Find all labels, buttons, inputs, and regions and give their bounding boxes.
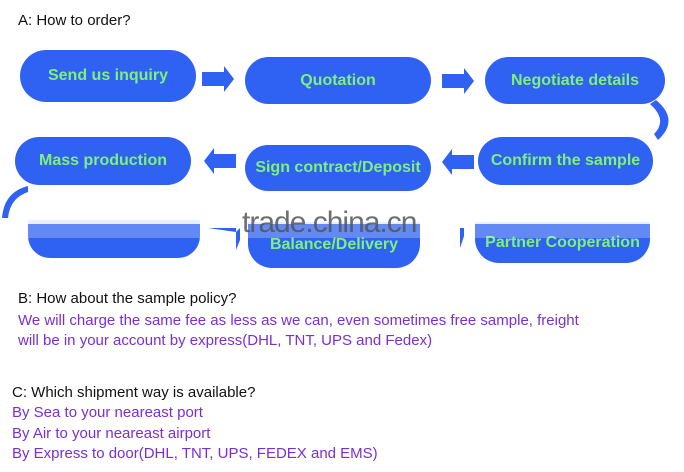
step-negotiate-details: Negotiate details: [485, 57, 665, 104]
shipment-line: By Sea to your neareast port: [12, 404, 203, 421]
fade-band: [28, 224, 653, 238]
step-balance-delivery: Balance/Delivery: [248, 222, 420, 268]
step-send-inquiry: Send us inquiry: [20, 50, 196, 102]
arrow-right-icon: [208, 228, 240, 250]
sample-policy-line: We will charge the same fee as less as w…: [18, 312, 579, 329]
arrow-right-icon: [432, 228, 464, 248]
shipment-line: By Air to your neareast airport: [12, 425, 211, 442]
step-mass-production: Mass production: [15, 137, 191, 185]
step-partner-cooperation: Partner Cooperation: [475, 222, 650, 263]
step-quotation: Quotation: [245, 57, 431, 104]
curved-arrow-icon: [650, 100, 669, 140]
flow-arrows: [2, 66, 669, 250]
arrow-right-icon: [442, 68, 474, 94]
curved-arrow-icon: [2, 186, 28, 218]
sample-policy-line: will be in your account by express(DHL, …: [18, 332, 433, 349]
section-a-title: A: How to order?: [18, 12, 131, 29]
section-b-title: B: How about the sample policy?: [18, 290, 237, 307]
section-c-title: C: Which shipment way is available?: [12, 384, 256, 401]
arrow-right-icon: [202, 66, 234, 92]
shipment-line: By Express to door(DHL, TNT, UPS, FEDEX …: [12, 445, 378, 462]
arrow-left-icon: [442, 149, 474, 175]
step-sign-contract: Sign contract/Deposit: [245, 145, 431, 191]
arrow-left-icon: [204, 148, 236, 174]
watermark: trade.china.cn: [242, 206, 417, 239]
step-hidden: [28, 220, 200, 258]
fade-overlay: [20, 200, 660, 224]
step-confirm-sample: Confirm the sample: [478, 137, 653, 185]
